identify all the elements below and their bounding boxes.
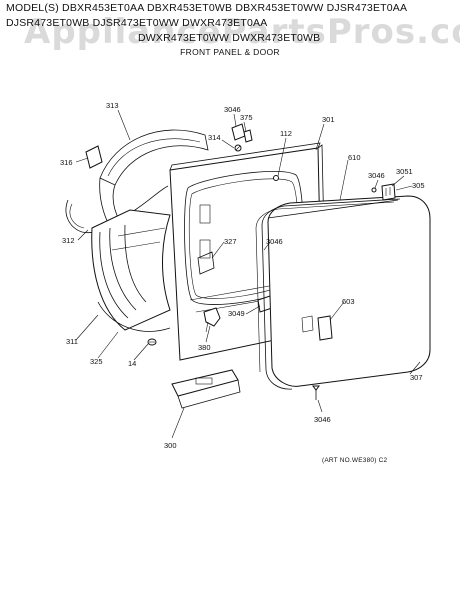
callout-112: 112 [280, 129, 292, 138]
callout-301: 301 [322, 115, 335, 124]
callout-603: 603 [342, 297, 355, 306]
callout-14: 14 [128, 359, 136, 368]
part-380 [203, 307, 221, 333]
screw-112 [273, 175, 279, 181]
callout-300: 300 [164, 441, 177, 450]
callout-316: 316 [60, 158, 73, 167]
model-line-1: MODEL(S) DBXR453ET0AA DBXR453ET0WB DBXR4… [6, 2, 408, 14]
tray-300 [171, 369, 241, 409]
callout-380: 380 [198, 343, 211, 352]
art-number: (ART NO.WE380) C2 [322, 457, 388, 464]
callout-3046-bottom: 3046 [314, 415, 331, 424]
duct-housing-311 [91, 209, 171, 332]
callout-305: 305 [412, 181, 425, 190]
callout-327: 327 [224, 237, 237, 246]
callout-3046-top: 3046 [224, 105, 241, 114]
screw-3046-right [371, 187, 377, 193]
callout-3049: 3049 [228, 309, 245, 318]
screw-3046-bottom [312, 385, 320, 400]
leader-lines [75, 109, 421, 439]
callout-labels: 313 3046 375 314 112 301 316 610 3046 30… [60, 101, 425, 450]
callout-325: 325 [90, 357, 103, 366]
callout-311: 311 [66, 337, 78, 346]
callout-3046-right: 3046 [368, 171, 385, 180]
model-line-2: DJSR473ET0WB DJSR473ET0WW DWXR473ET0AA [6, 17, 268, 29]
callout-610: 610 [348, 153, 361, 162]
callout-3051: 3051 [396, 167, 413, 176]
door-307 [255, 195, 431, 390]
callout-3046-mid: 3046 [266, 237, 283, 246]
callout-307: 307 [410, 373, 423, 382]
callout-312: 312 [62, 236, 75, 245]
model-line-3: DWXR473ET0WW DWXR473ET0WB [138, 32, 321, 44]
door-seal-610 [267, 199, 399, 219]
hinge-305 [381, 183, 396, 201]
callout-313: 313 [106, 101, 119, 110]
watermark: AppliancePartsPros.com [24, 12, 460, 52]
callout-314: 314 [208, 133, 221, 142]
callout-375: 375 [240, 113, 253, 122]
clips-top [231, 123, 253, 152]
screw-14 [147, 338, 157, 346]
diagram-subtitle: FRONT PANEL & DOOR [180, 47, 280, 57]
pad-316 [85, 145, 103, 169]
